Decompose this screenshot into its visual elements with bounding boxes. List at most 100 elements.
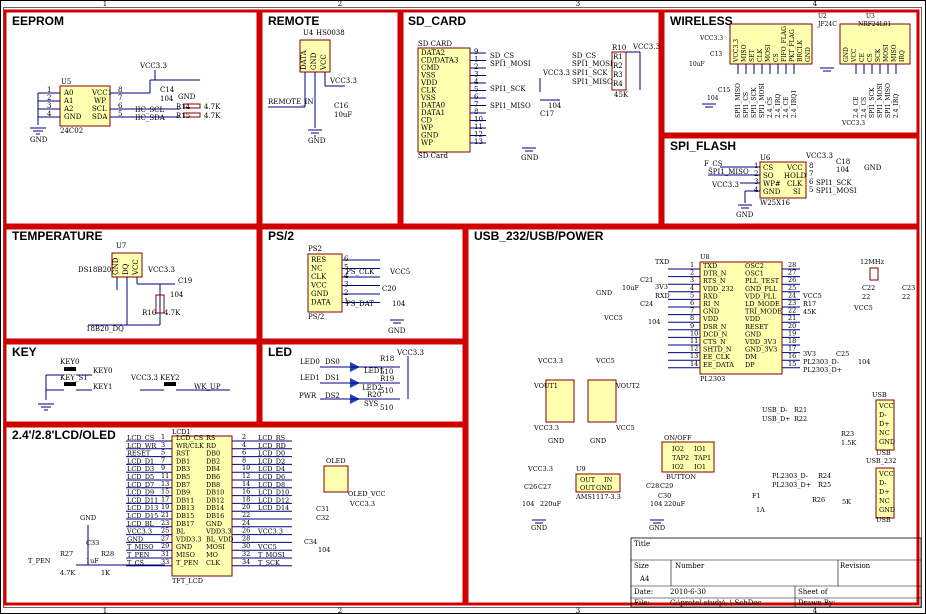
flash-pin: GND (763, 188, 781, 196)
vout1-jumper (545, 379, 575, 423)
vcc-label: VCC5 (615, 424, 635, 432)
sd-socket (417, 47, 471, 153)
lcd-pin-num: 28 (242, 534, 250, 542)
net-label: SPI1_MOSI (816, 187, 857, 195)
lcd-pin-name: DB9 (176, 489, 190, 497)
sd-pin-name: WP (421, 124, 433, 132)
vcc-label: VCC5 (802, 292, 822, 300)
cap-ref: C24 (640, 300, 653, 308)
sd-pin-name: DATA2 (421, 49, 445, 57)
remote-part: HS0038 (316, 29, 345, 37)
lcd-pin-num: 19 (161, 503, 169, 511)
lcd-pin-name: LCD_CS (176, 434, 203, 442)
eeprom-pin-num: 4 (47, 110, 52, 118)
lcd-pin-name: MISO (176, 551, 195, 559)
ir-receiver (299, 39, 331, 73)
vcc-label: VCC3.3 (841, 120, 865, 127)
resistor-ref: R23 (841, 430, 854, 438)
resistor-value: 5K (842, 498, 851, 506)
lcd-pin-num: 10 (242, 464, 250, 472)
usb-ref: USB (876, 449, 891, 457)
cap-ref: C27 (538, 483, 551, 491)
pl2303-pin-name: DTR_N (703, 270, 727, 278)
pl2303-pin-name: EE_CLK (703, 353, 730, 361)
cap-ref: C22 (862, 284, 875, 292)
lcd-pin-name: BL (176, 528, 186, 536)
sd-pin-name: VDD (420, 79, 438, 87)
net-label: T_SCK (258, 559, 280, 567)
fuse-ref: F1 (752, 492, 761, 500)
net-label: LCD_RD (258, 442, 286, 450)
pl2303-pin-num: 12 (690, 345, 698, 353)
usb-pin-name: D+ (879, 488, 890, 496)
cap-ref: C31 (316, 505, 329, 513)
switch-pin: IO1 (694, 463, 706, 471)
lcd-pin-name: RD (206, 442, 216, 450)
flash-pin-num: 5 (809, 186, 813, 194)
jumper-label: VOUT1 (533, 382, 558, 390)
flash-pin-num: 1 (754, 162, 758, 170)
resistor-value: 510 (380, 404, 393, 412)
lcd-pin-name: DB2 (206, 457, 220, 465)
gnd-label: GND (178, 93, 196, 101)
net-label: LCD_D3 (127, 465, 154, 473)
section-title-temperature: TEMPERATURE (12, 229, 102, 243)
pl2303-pin-num: 26 (788, 276, 796, 284)
sd-card-frame (400, 9, 662, 227)
resistor-ref: R1 (613, 53, 623, 61)
jf24c-pin: MISO (741, 44, 748, 62)
net-label: 2.4_CS (861, 97, 868, 118)
flash-pin-num: 6 (809, 178, 814, 186)
net-label: 2.4_CS (767, 97, 774, 118)
sd-pin-name: CMD (421, 64, 440, 72)
spi-flash-frame (661, 135, 920, 227)
jf24c-pin: VCC3.3 (733, 39, 740, 63)
gnd-label: GND (596, 289, 612, 297)
jf24c-pin: SET (749, 50, 756, 63)
module-part: JF24C (817, 21, 837, 28)
ps2-pin-num: 5 (344, 264, 348, 272)
resistor (183, 112, 201, 118)
crystal (869, 267, 879, 281)
remote-circuit: U4 HS0038 DATA GND VCC VCC3.3 REMOTE_IN … (268, 29, 357, 145)
lcd-pin-name: DB7 (176, 481, 190, 489)
usb-ref: USB (872, 391, 887, 399)
net-label: LED1 (300, 374, 320, 382)
lcd-pin-num: 2 (242, 433, 246, 441)
ams1117-regulator (575, 473, 621, 493)
vcc-label: VCC3.3 (711, 181, 739, 189)
net-label: LCD_D1 (127, 457, 154, 465)
pl2303-pin-num: 24 (788, 291, 796, 299)
sd-pin-num: 3 (474, 71, 478, 79)
usb-connector (875, 399, 895, 451)
vout2-jumper (587, 379, 617, 423)
remote-ref: U4 (303, 29, 314, 37)
pl2303-pin-name: GND (745, 330, 761, 338)
net-label: SPI1_SCK (751, 87, 758, 118)
cap-value: 220uF (540, 500, 562, 508)
eeprom-pin-name: A1 (63, 97, 74, 105)
gnd-label: GND (548, 437, 564, 445)
gnd-label: GND (388, 327, 406, 335)
resistor-ref: R25 (818, 481, 831, 489)
net-label: SPI1_SCK (490, 85, 526, 93)
chip-ref: U9 (576, 465, 586, 473)
ds18b20-sensor (111, 252, 143, 278)
cap-ref: C21 (640, 276, 653, 284)
pl2303-pin-num: 25 (788, 284, 796, 292)
sd-pin-num: 12 (474, 131, 483, 139)
chip-pin: OUT (580, 484, 596, 492)
usb-pin-name: NC (879, 497, 890, 505)
flash-pin-num: 2 (754, 170, 758, 178)
net-label: LCD_D8 (258, 481, 285, 489)
net-label: PL2303_D- (803, 358, 839, 366)
lcd-connector (171, 435, 233, 577)
eeprom-pin-num: 5 (118, 110, 122, 118)
led-frame (259, 341, 466, 425)
resistor-value: 4.7K (204, 103, 221, 111)
